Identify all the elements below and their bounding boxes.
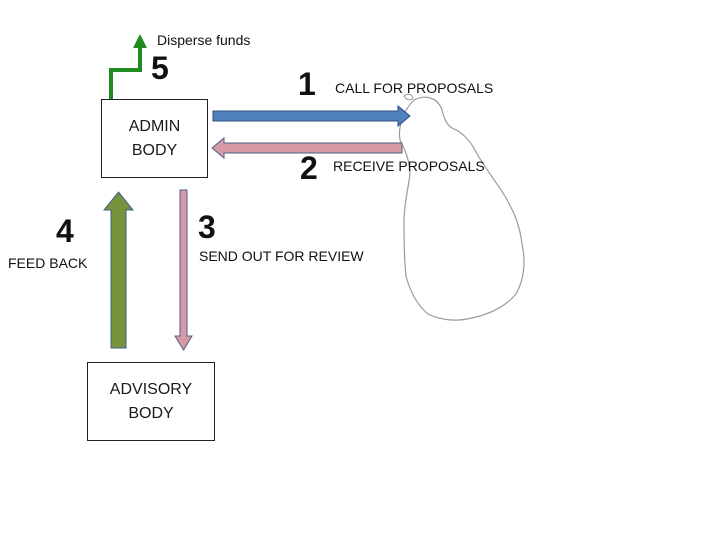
sri-lanka-islet xyxy=(403,93,414,101)
advisory-body-label: ADVISORY BODY xyxy=(109,380,193,422)
receive-proposals-arrow xyxy=(211,136,403,160)
step-4-label: FEED BACK xyxy=(8,255,88,271)
admin-body-label: ADMIN BODY xyxy=(128,117,181,159)
advisory-body-box: ADVISORY BODY xyxy=(87,362,215,441)
admin-body-box: ADMIN BODY xyxy=(101,99,208,178)
step-2-number: 2 xyxy=(300,150,318,186)
step-5-label: Disperse funds xyxy=(157,32,251,48)
step-3-number: 3 xyxy=(198,209,216,245)
send-out-for-review-arrow xyxy=(174,189,193,351)
step-5-number: 5 xyxy=(151,50,169,86)
step-3-label: SEND OUT FOR REVIEW xyxy=(199,248,364,264)
step-1-number: 1 xyxy=(298,66,316,102)
feed-back-arrow xyxy=(102,191,135,349)
disperse-funds-arrowhead xyxy=(133,34,147,48)
step-4-number: 4 xyxy=(56,213,74,249)
call-for-proposals-arrow xyxy=(212,104,411,128)
sri-lanka-map xyxy=(398,96,525,321)
step-1-label: CALL FOR PROPOSALS xyxy=(335,80,494,96)
disperse-funds-arrow xyxy=(109,46,142,100)
step-2-label: RECEIVE PROPOSALS xyxy=(333,158,485,174)
